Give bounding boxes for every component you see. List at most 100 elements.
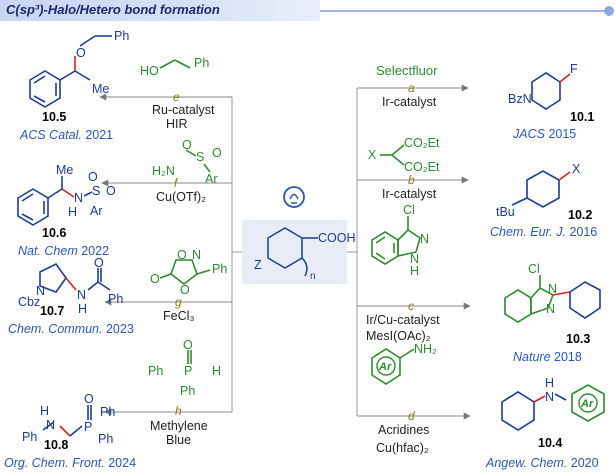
mol-10-7-h: H: [78, 302, 88, 316]
center-cooh: COOH: [318, 231, 356, 245]
mol-10-5-o: O: [76, 46, 86, 60]
reagent-e-ph: Ph: [194, 56, 210, 70]
reagent-e-ho: HO: [140, 64, 159, 78]
reagent-e-2: HIR: [166, 117, 188, 131]
compound-10-1: 10.1: [570, 110, 595, 124]
mol-10-6-ar: Ar: [90, 204, 103, 218]
ref-10-5: ACS Catal. 2021: [20, 128, 114, 142]
compound-10-4: 10.4: [538, 436, 563, 450]
reagent-c-n: N: [420, 232, 430, 246]
compound-10-2: 10.2: [568, 208, 593, 222]
header-dot: [604, 6, 614, 16]
reagent-dioxazolone: [159, 259, 211, 286]
mol-10-6-s: S: [92, 184, 101, 198]
mol-10-4-ar: Ar: [581, 398, 594, 410]
reagent-h-1: Methylene: [150, 419, 208, 433]
reagent-c-nh: N: [410, 252, 420, 266]
reagent-h-ph1: Ph: [148, 364, 164, 378]
header-line: [320, 10, 606, 12]
reagent-g-1: FeCl₃: [163, 309, 195, 323]
reagent-b-co2et1: CO₂Et: [404, 136, 440, 150]
mol-10-3-n2: N: [546, 302, 556, 316]
compound-10-7: 10.7: [40, 304, 65, 318]
reagent-f-s: S: [196, 150, 205, 164]
mol-10-8-h: H: [40, 404, 50, 418]
mol-10-1-f: F: [570, 62, 578, 76]
reagent-malonate: [380, 144, 405, 166]
reagent-d-2: Cu(hfac)₂: [376, 441, 429, 455]
reagent-phosphine-oxide: [187, 350, 192, 364]
ref-10-2: Chem. Eur. J. 2016: [490, 225, 598, 239]
step-f: f: [174, 176, 178, 190]
ref-10-7: Chem. Commun. 2023: [8, 322, 134, 336]
ar-circle-product: [571, 384, 605, 422]
mol-10-2-x: X: [572, 162, 581, 176]
mol-10-5-me: Me: [92, 82, 110, 96]
reagent-b-x: X: [368, 148, 377, 162]
step-g: g: [175, 295, 182, 309]
reagent-d-ar: Ar: [379, 361, 392, 373]
step-b: b: [408, 173, 415, 187]
reagent-a-top: Selectfluor: [376, 63, 438, 78]
step-e: e: [173, 90, 180, 104]
reagent-c-cl: Cl: [403, 203, 415, 217]
mol-10-6-h: H: [68, 205, 78, 219]
molecule-10-6: [17, 176, 93, 226]
reagent-b-1: Ir-catalyst: [382, 187, 437, 201]
mol-10-4-n: N: [545, 390, 555, 404]
center-n: n: [310, 271, 316, 282]
mol-10-8-p: P: [84, 420, 93, 434]
compound-10-3: 10.3: [566, 332, 591, 346]
ref-10-1: JACS 2015: [513, 127, 577, 141]
mol-10-6-n: N: [74, 191, 84, 205]
ref-10-4: Angew. Chem. 2020: [486, 456, 599, 470]
reagent-chloroindazole: [371, 216, 421, 265]
reagent-c-h: H: [410, 264, 420, 278]
step-h: h: [175, 404, 182, 418]
center-ring: [267, 227, 318, 277]
ref-10-8: Org. Chem. Front. 2024: [4, 456, 137, 470]
reagent-f-h2n: H₂N: [152, 164, 175, 178]
mol-10-7-cbz: Cbz: [18, 295, 41, 309]
reagent-c-1: Ir/Cu-catalyst: [366, 313, 440, 327]
mol-10-8-ph: Ph: [22, 430, 38, 444]
reagent-g-o1: O: [177, 248, 187, 262]
reagent-f-1: Cu(OTf)₂: [156, 190, 206, 204]
reagent-f-o1: O: [182, 138, 192, 152]
reagent-b-co2et2: CO₂Et: [404, 160, 440, 174]
reagent-d-1: Acridines: [378, 423, 430, 437]
reagent-h-2: Blue: [166, 433, 192, 447]
reagent-d-nh2: NH₂: [414, 342, 437, 356]
mol-10-3-n1: N: [548, 282, 558, 296]
mol-10-8-o: O: [84, 392, 94, 406]
reagent-h-p: P: [184, 364, 193, 378]
mol-10-7-n: N: [36, 284, 46, 298]
header-title: C(sp³)-Halo/Hetero bond formation: [6, 2, 220, 17]
reagent-h-h: H: [212, 364, 222, 378]
ref-10-6: Nat. Chem 2022: [18, 244, 110, 258]
reagent-e-1: Ru-catalyst: [152, 103, 215, 117]
reagent-c-2: MesI(OAc)₂: [366, 329, 431, 343]
mol-10-8-n: N: [46, 418, 56, 432]
molecule-10-8: [42, 405, 92, 437]
compound-10-5: 10.5: [42, 110, 67, 124]
reagent-f-o2: O: [212, 146, 222, 160]
mol-10-1-bzn: BzN: [508, 92, 532, 106]
step-a: a: [408, 81, 415, 95]
reagent-a-1: Ir-catalyst: [382, 95, 437, 109]
mol-10-7-nh: N: [77, 288, 87, 302]
compound-10-6: 10.6: [42, 226, 67, 240]
lightbulb-icon: [283, 186, 305, 208]
mol-10-2-tbu: tBu: [496, 205, 515, 219]
reagent-sulfonamide: [185, 149, 211, 173]
compound-10-8: 10.8: [44, 438, 69, 452]
molecule-10-2: [511, 170, 571, 208]
section-header: C(sp³)-Halo/Hetero bond formation: [0, 0, 616, 22]
molecule-10-7: [39, 262, 111, 293]
reagent-f-ar: Ar: [205, 172, 218, 186]
mol-10-3-cl: Cl: [528, 262, 540, 276]
molecule-10-3-cyclohexyl: [552, 281, 601, 319]
step-c: c: [408, 299, 414, 313]
reagent-g-o2: O: [150, 272, 160, 286]
